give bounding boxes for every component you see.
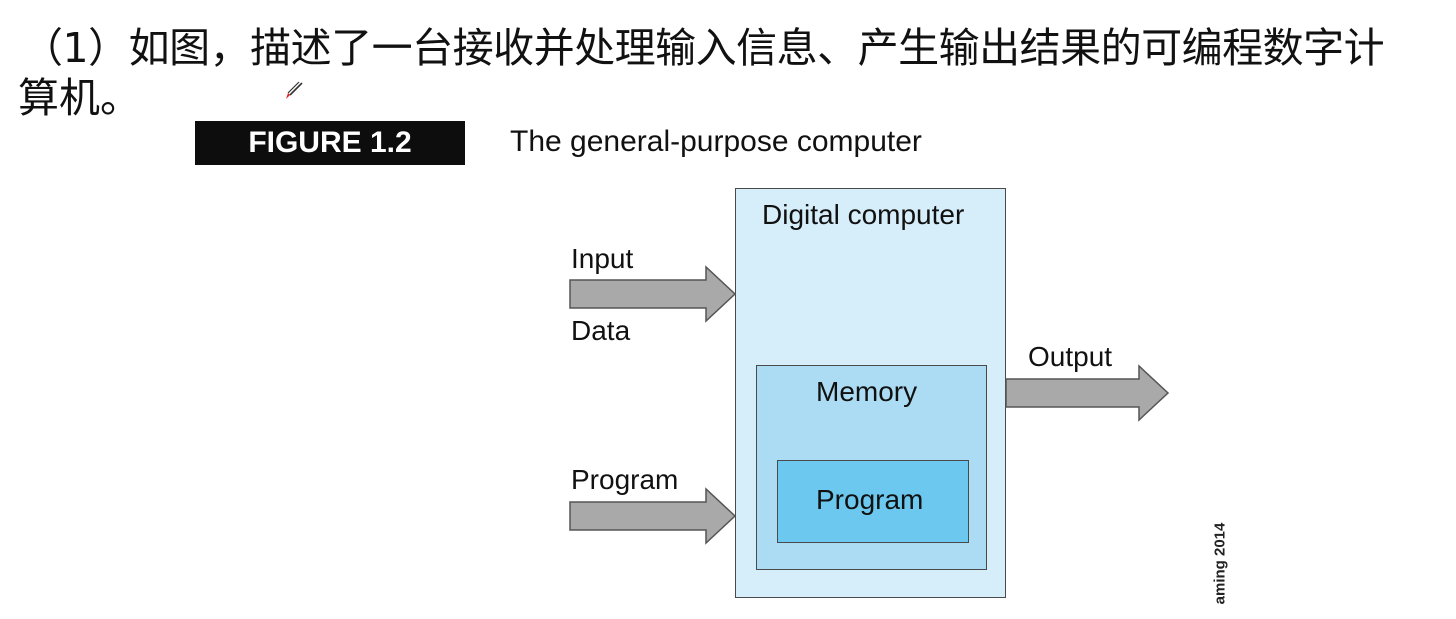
pen-icon [286,81,303,99]
input-data-arrow [569,265,737,323]
question-line-2: 算机。 [18,74,141,122]
program-inner-label: Program [816,484,924,515]
figure-badge: FIGURE 1.2 [195,121,465,165]
output-label: Output [1028,341,1113,372]
program-input-arrow [569,487,737,545]
digital-computer-label: Digital computer [762,199,965,230]
input-label: Input [571,243,634,274]
figure-caption: The general-purpose computer [510,125,922,158]
memory-label: Memory [816,376,918,407]
question-line-1: （1）如图，描述了一台接收并处理输入信息、产生输出结果的可编程数字计 [22,24,1385,72]
data-label: Data [571,315,631,346]
copyright-credit: aming 2014 [1211,522,1229,605]
program-box [777,460,969,543]
output-arrow [1005,364,1170,422]
program-input-label: Program [571,464,679,495]
